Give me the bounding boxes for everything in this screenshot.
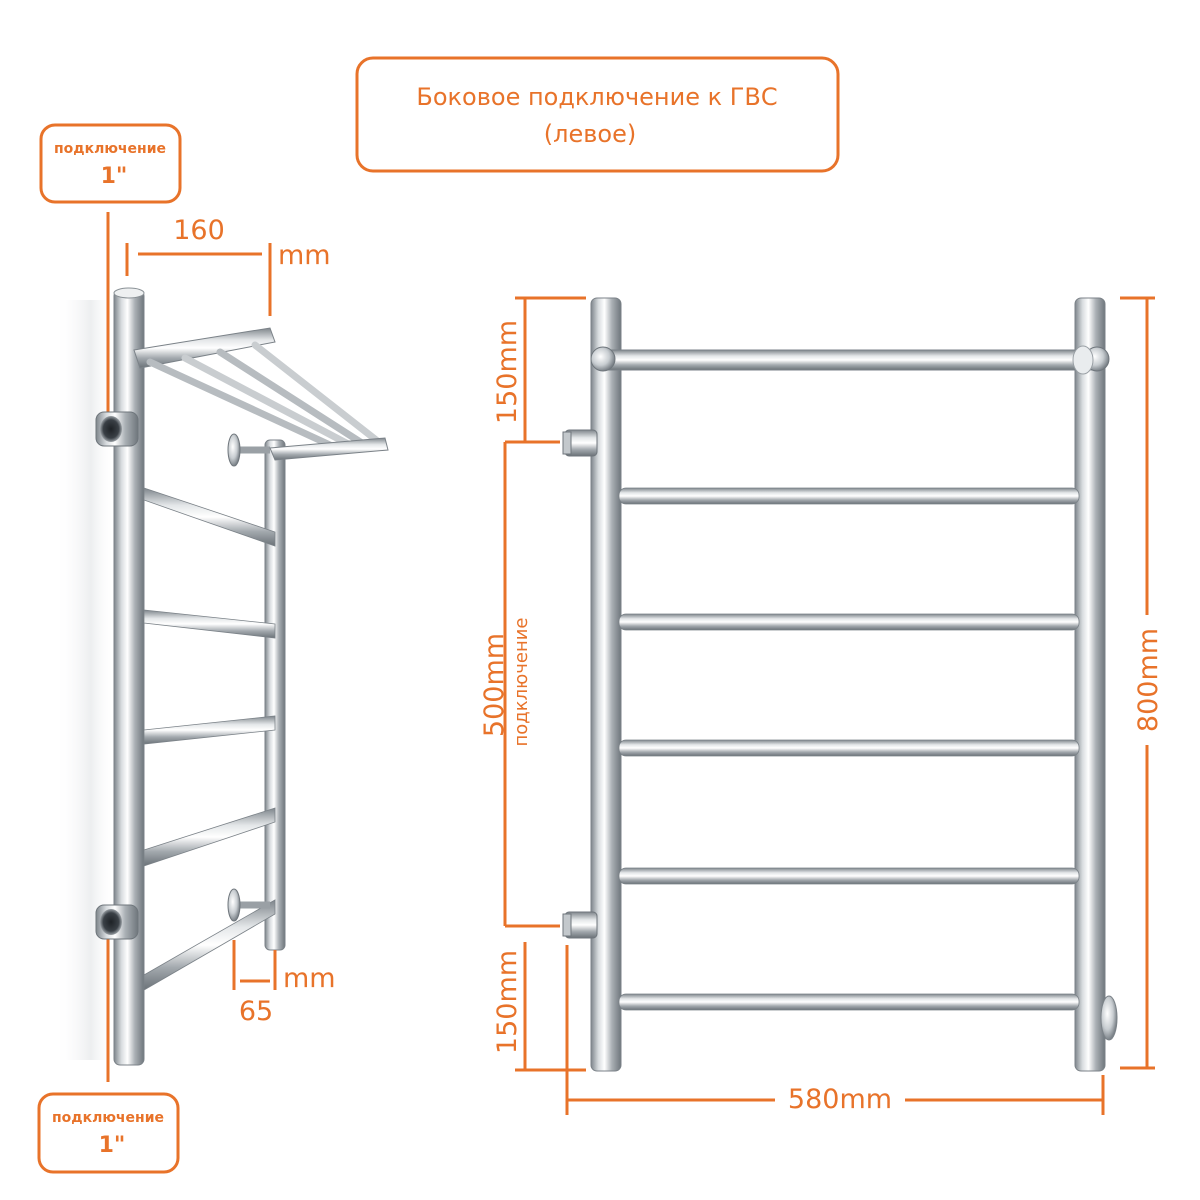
gap-dim-value: 65 [239, 996, 273, 1027]
depth-dim-value: 160 [173, 215, 225, 246]
front-rung-5 [618, 993, 1080, 1011]
side-rung-5 [143, 899, 276, 991]
front-rung-3 [618, 739, 1080, 757]
front-fitting-bottom-thread [562, 913, 572, 937]
connection-badge-bottom [37, 1092, 180, 1174]
side-shelf-bar-4 [251, 341, 384, 447]
dim-height-label: 800mm [1133, 628, 1164, 732]
side-shelf-back [133, 327, 276, 369]
side-rung-1 [143, 487, 276, 547]
connection-bottom-label: подключение [52, 1110, 164, 1126]
front-fitting-top-thread [562, 431, 572, 455]
connection-top-size: 1" [101, 164, 128, 189]
front-shelf-bar [597, 349, 1099, 371]
dim-bottom-offset-label: 150mm [492, 950, 523, 1054]
side-wall-mount-bottom [227, 888, 241, 922]
depth-dim-unit: mm [278, 240, 331, 271]
title-line-2: (левое) [544, 120, 636, 148]
gap-dim-unit: mm [283, 963, 336, 994]
front-rung-1 [618, 487, 1080, 505]
dim-width-label: 580mm [788, 1084, 892, 1115]
side-shelf-bar-3 [216, 348, 369, 449]
front-rung-2 [618, 613, 1080, 631]
dim-connection-sublabel: подключение [511, 617, 532, 746]
side-shelf-bar-2 [181, 354, 354, 449]
connection-top-label: подключение [54, 141, 166, 157]
side-rung-4 [143, 807, 276, 867]
front-left-riser [590, 297, 622, 1072]
side-shelf-front [269, 437, 389, 461]
side-shelf-bar-1 [146, 358, 334, 449]
side-view: 160 mm 65 mm [55, 212, 389, 1082]
front-wall-mount-right [1100, 995, 1118, 1041]
side-fitting-bottom-hole [100, 909, 122, 935]
front-rung-4 [618, 867, 1080, 885]
side-front-post [264, 439, 286, 951]
connection-badge-top [39, 123, 182, 204]
connection-bottom-size: 1" [99, 1133, 126, 1158]
front-view: 150mm 500mm подключение 150mm 800mm 580m… [479, 296, 1164, 1115]
side-riser-top-cap [113, 287, 145, 299]
front-right-riser [1074, 297, 1106, 1072]
side-wall-mount-top [227, 433, 241, 467]
side-rung-2 [143, 609, 276, 639]
title-box [355, 56, 840, 173]
front-shelf-cap-left [590, 346, 616, 372]
front-wall-mount-right-top [1072, 345, 1094, 375]
title-line-1: Боковое подключение к ГВС [416, 83, 777, 111]
dim-top-offset-label: 150mm [492, 320, 523, 424]
side-main-riser [113, 289, 145, 1066]
side-fitting-top-hole [100, 416, 122, 442]
dim-connection-label: 500mm [479, 633, 510, 737]
side-rung-3 [143, 715, 276, 745]
